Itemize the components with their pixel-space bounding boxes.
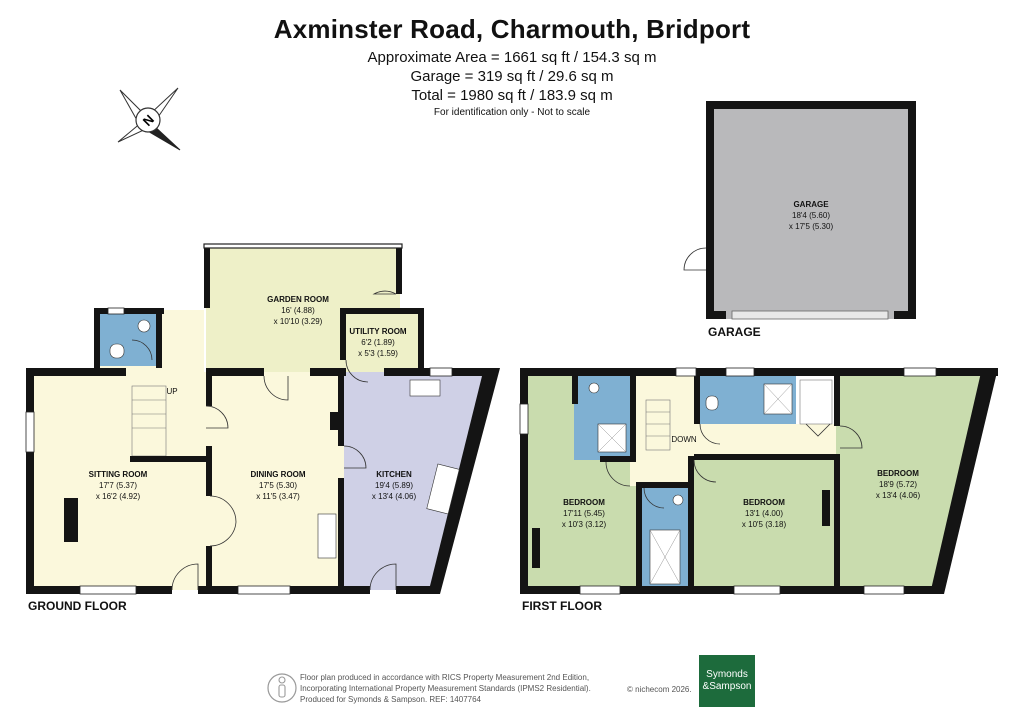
ground-floor-plan: UP (25, 243, 500, 613)
kitchen-fill (344, 372, 492, 590)
utility-fill (340, 310, 420, 378)
sitting-room-dim1: 17'7 (5.37) (99, 481, 137, 490)
dining-room-name: DINING ROOM (250, 470, 305, 479)
page-title: Axminster Road, Charmouth, Bridport (273, 14, 751, 44)
footer-line-1: Floor plan produced in accordance with R… (300, 673, 590, 682)
sitting-room-fill (28, 372, 210, 590)
wc-door[interactable] (131, 339, 153, 361)
garage-room-dim2: x 17'5 (5.30) (789, 222, 834, 231)
stairs-up (131, 385, 167, 457)
utility-room-dim1: 6'2 (1.89) (361, 338, 395, 347)
brand-logo: Symonds &Sampson (699, 655, 755, 707)
garage-fill (706, 101, 916, 319)
double-door[interactable] (209, 495, 237, 547)
bedroom-1-dim1: 17'11 (5.45) (563, 509, 605, 518)
brand-line-2: &Sampson (702, 681, 752, 692)
bedroom-1-dim2: x 10'3 (3.12) (562, 520, 607, 529)
garden-side-door[interactable] (372, 290, 397, 295)
bathroom-door[interactable] (643, 487, 665, 509)
stairs-down-label: DOWN (671, 435, 697, 444)
corridor-fill (700, 424, 840, 458)
bedroom-3-door[interactable] (839, 425, 863, 449)
garden-room-dim1: 16' (4.88) (281, 306, 315, 315)
dining-kitchen-door[interactable] (343, 445, 367, 469)
garage-area: Garage = 319 sq ft / 29.6 sq m (410, 68, 614, 85)
bedroom-1-door[interactable] (605, 461, 631, 487)
garage-plan: GARAGE 18'4 (5.60) x 17'5 (5.30) GARAGE (683, 101, 916, 339)
stairs-down (645, 399, 671, 451)
bedroom-3-dim1: 18'9 (5.72) (879, 480, 917, 489)
bedroom-2-name: BEDROOM (743, 498, 785, 507)
footer-disclaimer: Floor plan produced in accordance with R… (300, 672, 620, 705)
kitchen-door[interactable] (369, 563, 397, 591)
bedroom-1-name: BEDROOM (563, 498, 605, 507)
garden-room-dim2: x 10'10 (3.29) (274, 317, 323, 326)
garden-room-door[interactable] (263, 375, 289, 401)
bedroom-3-fill (836, 372, 990, 590)
sitting-room-name: SITTING ROOM (89, 470, 148, 479)
garage-room-dim1: 18'4 (5.60) (792, 211, 830, 220)
bedroom-3-name: BEDROOM (877, 469, 919, 478)
shower-room-door[interactable] (699, 423, 721, 445)
garden-room-name: GARDEN ROOM (267, 295, 329, 304)
garage-side-door[interactable] (683, 247, 707, 271)
kitchen-dim2: x 13'4 (4.06) (372, 492, 417, 501)
utility-room-name: UTILITY ROOM (349, 327, 407, 336)
bedroom-2-fill (690, 458, 836, 590)
bedroom-2-dim1: 13'1 (4.00) (745, 509, 783, 518)
garage-door[interactable] (731, 310, 889, 320)
bedroom-3-dim2: x 13'4 (4.06) (876, 491, 921, 500)
footer-line-3: Produced for Symonds & Sampson. REF: 140… (300, 695, 481, 704)
compass-icon: N (117, 87, 181, 151)
utility-room-dim2: x 5'3 (1.59) (358, 349, 398, 358)
identification-note: For identification only - Not to scale (433, 107, 591, 118)
footer-line-2: Incorporating International Property Mea… (300, 684, 591, 693)
kitchen-name: KITCHEN (376, 470, 412, 479)
front-door[interactable] (171, 563, 199, 591)
dining-room-dim2: x 11'5 (3.47) (256, 492, 300, 501)
ground-floor-label: GROUND FLOOR (28, 599, 127, 613)
sitting-room-dim2: x 16'2 (4.92) (96, 492, 141, 501)
approximate-area: Approximate Area = 1661 sq ft / 154.3 sq… (367, 49, 657, 66)
stairs-up-label: UP (166, 387, 177, 396)
kitchen-dim1: 19'4 (5.89) (375, 481, 413, 490)
garage-room-name: GARAGE (793, 200, 829, 209)
footer-copyright: © nichecom 2026. (627, 685, 692, 694)
cupboard (799, 379, 833, 425)
total-area: Total = 1980 sq ft / 183.9 sq m (411, 87, 613, 104)
first-floor-plan: DOWN (519, 367, 998, 613)
measurement-icon (267, 673, 297, 703)
bedroom-2-dim2: x 10'5 (3.18) (742, 520, 787, 529)
wc-fill (100, 314, 158, 366)
cupboard-door[interactable] (805, 423, 831, 437)
brand-line-1: Symonds (706, 669, 748, 680)
dining-room-dim1: 17'5 (5.30) (259, 481, 297, 490)
first-floor-label: FIRST FLOOR (522, 599, 602, 613)
hall-dining-door[interactable] (205, 405, 229, 429)
utility-door[interactable] (345, 359, 369, 383)
garage-floor-label: GARAGE (708, 325, 761, 339)
bedroom-2-door[interactable] (693, 459, 717, 483)
